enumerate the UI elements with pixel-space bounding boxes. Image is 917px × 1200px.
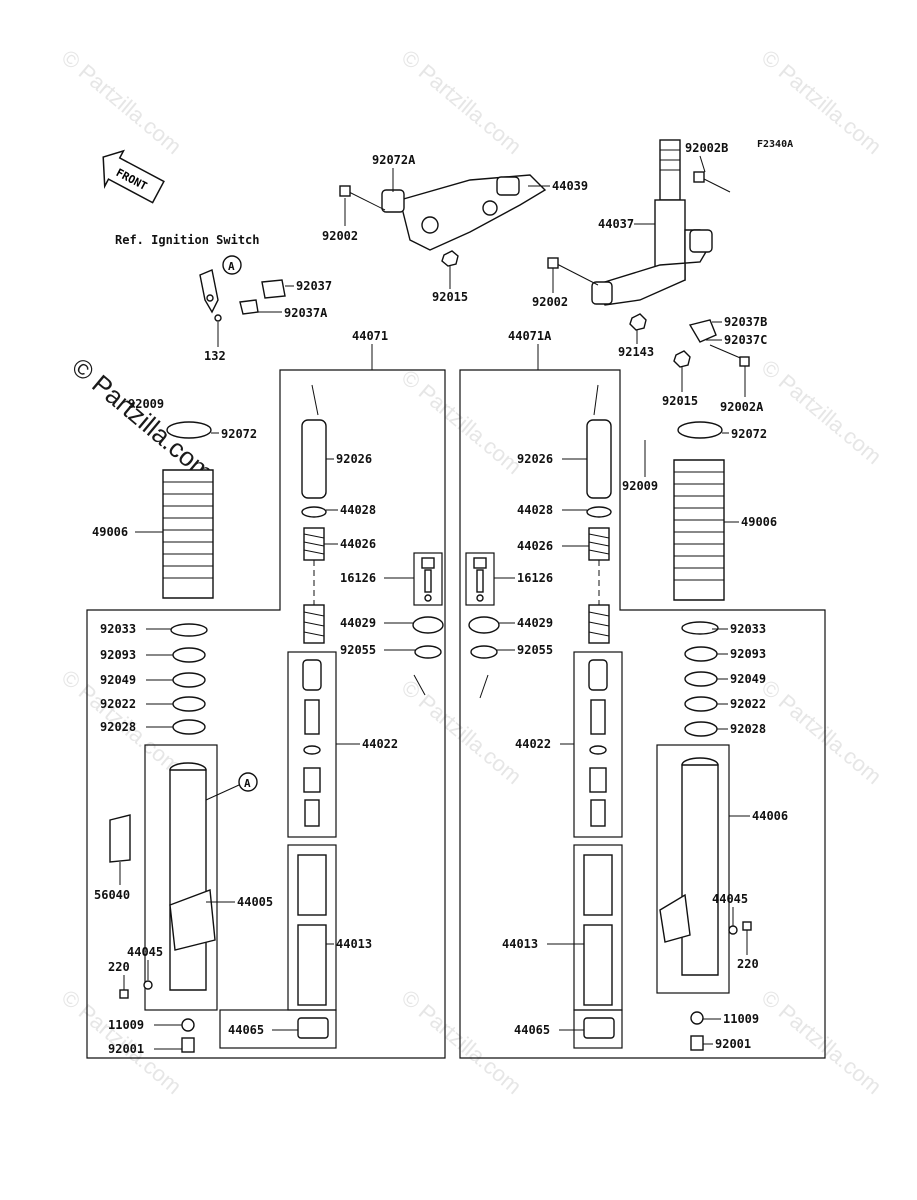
label-92015-upper-left: 92015 [432, 290, 468, 304]
label-92037C: 92037C [724, 333, 767, 347]
label-56040: 56040 [94, 888, 130, 902]
label-92049-right: 92049 [730, 672, 766, 686]
callout-a-top-label: A [228, 260, 235, 273]
label-92055-left: 92055 [340, 643, 376, 657]
label-92028-right: 92028 [730, 722, 766, 736]
callout-a-top [222, 255, 242, 275]
watermark-main: © Partzilla.com [66, 352, 219, 488]
label-44028-left: 44028 [340, 503, 376, 517]
label-92072A: 92072A [372, 153, 416, 167]
label-92002-upper-left: 92002 [322, 229, 358, 243]
label-92055-right: 92055 [517, 643, 553, 657]
label-92037: 92037 [296, 279, 332, 293]
label-11009-right: 11009 [723, 1012, 759, 1026]
label-44071: 44071 [352, 329, 388, 343]
label-44039: 44039 [552, 179, 588, 193]
label-11009-left: 11009 [108, 1018, 144, 1032]
label-92072-right: 92072 [731, 427, 767, 441]
label-44022-left: 44022 [362, 737, 398, 751]
label-44026-left: 44026 [340, 537, 376, 551]
label-220-left: 220 [108, 960, 130, 974]
label-92001-left: 92001 [108, 1042, 144, 1056]
label-92026-left: 92026 [336, 452, 372, 466]
label-92093-left: 92093 [100, 648, 136, 662]
label-92002-upper-right: 92002 [532, 295, 568, 309]
label-92033-right: 92033 [730, 622, 766, 636]
ref-ignition-note: Ref. Ignition Switch [115, 233, 260, 247]
label-44005: 44005 [237, 895, 273, 909]
callout-a-left-label: A [244, 777, 251, 790]
label-92037A: 92037A [284, 306, 328, 320]
label-44045-left: 44045 [127, 945, 163, 959]
label-92049-left: 92049 [100, 673, 136, 687]
watermark: © Partzilla.com [397, 45, 527, 159]
label-92015-upper-right: 92015 [662, 394, 698, 408]
label-92028-left: 92028 [100, 720, 136, 734]
label-49006-right: 49006 [741, 515, 777, 529]
label-16126-right: 16126 [517, 571, 553, 585]
label-44026-right: 44026 [517, 539, 553, 553]
left-fork-box [86, 369, 446, 1059]
label-16126-left: 16126 [340, 571, 376, 585]
watermark: © Partzilla.com [57, 45, 187, 159]
watermark: © Partzilla.com [397, 365, 527, 479]
front-arrow: FRONT [102, 149, 165, 204]
label-49006-left: 49006 [92, 525, 128, 539]
label-132: 132 [204, 349, 226, 363]
right-fork-box [459, 369, 826, 1059]
watermark: © Partzilla.com [757, 675, 887, 789]
label-44022-right: 44022 [515, 737, 551, 751]
upper-bracket-assembly [339, 174, 547, 267]
label-44045-right: 44045 [712, 892, 748, 906]
steering-stem-assembly [547, 139, 750, 368]
label-44065-right: 44065 [514, 1023, 550, 1037]
label-92072-left: 92072 [221, 427, 257, 441]
label-92093-right: 92093 [730, 647, 766, 661]
label-92002A: 92002A [720, 400, 764, 414]
label-92033-left: 92033 [100, 622, 136, 636]
label-44029-left: 44029 [340, 616, 376, 630]
watermark: © Partzilla.com [397, 675, 527, 789]
label-92009-left: 92009 [128, 397, 164, 411]
label-92002B: 92002B [685, 141, 728, 155]
label-92143: 92143 [618, 345, 654, 359]
figure-code: F2340A [757, 139, 793, 150]
label-92037B: 92037B [724, 315, 767, 329]
label-44013-right: 44013 [502, 937, 538, 951]
label-44037: 44037 [598, 217, 634, 231]
label-92001-right: 92001 [715, 1037, 751, 1051]
label-92022-left: 92022 [100, 697, 136, 711]
label-44071A: 44071A [508, 329, 552, 343]
right-fork-internals [465, 384, 752, 1051]
label-44028-right: 44028 [517, 503, 553, 517]
label-92022-right: 92022 [730, 697, 766, 711]
watermark: © Partzilla.com [757, 355, 887, 469]
label-44006: 44006 [752, 809, 788, 823]
label-220-right: 220 [737, 957, 759, 971]
callout-a-left [238, 772, 258, 792]
label-44029-right: 44029 [517, 616, 553, 630]
label-92009-right: 92009 [622, 479, 658, 493]
watermark: © Partzilla.com [757, 985, 887, 1099]
label-92026-right: 92026 [517, 452, 553, 466]
label-44013-left: 44013 [336, 937, 372, 951]
ignition-bracket [199, 269, 286, 322]
watermark: © Partzilla.com [397, 985, 527, 1099]
left-fork-internals [109, 384, 444, 1053]
label-44065-left: 44065 [228, 1023, 264, 1037]
